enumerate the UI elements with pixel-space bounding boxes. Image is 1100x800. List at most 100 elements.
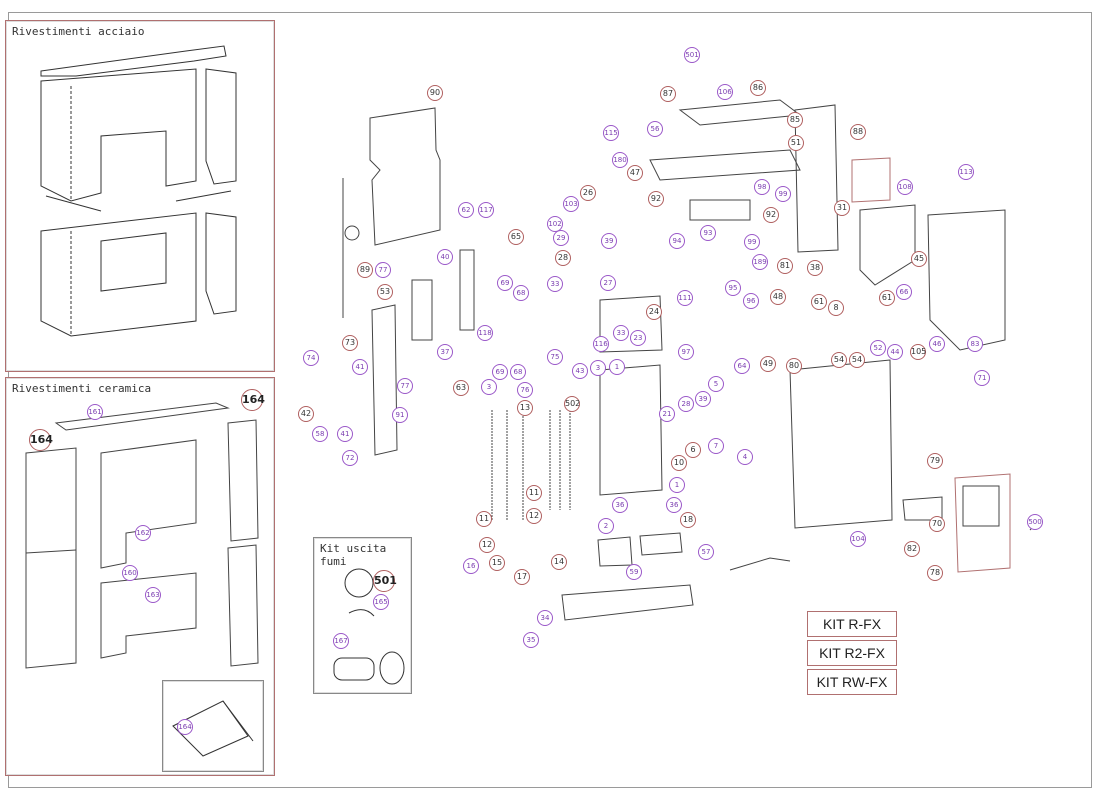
part-callout-162[interactable]: 162 [135,525,151,541]
part-callout-39[interactable]: 39 [695,391,711,407]
part-callout-57[interactable]: 57 [698,544,714,560]
part-callout-13[interactable]: 13 [517,400,533,416]
part-callout-95[interactable]: 95 [725,280,741,296]
part-callout-14[interactable]: 14 [551,554,567,570]
part-callout-99[interactable]: 99 [775,186,791,202]
part-callout-68[interactable]: 68 [513,285,529,301]
part-callout-23[interactable]: 23 [630,330,646,346]
part-callout-42[interactable]: 42 [298,406,314,422]
part-callout-12[interactable]: 12 [526,508,542,524]
part-callout-61[interactable]: 61 [879,290,895,306]
part-callout-104[interactable]: 104 [850,531,866,547]
part-callout-1[interactable]: 1 [669,477,685,493]
part-callout-8[interactable]: 8 [828,300,844,316]
part-callout-40[interactable]: 40 [437,249,453,265]
part-callout-61[interactable]: 61 [811,294,827,310]
part-callout-80[interactable]: 80 [786,358,802,374]
part-callout-5[interactable]: 5 [708,376,724,392]
part-callout-71[interactable]: 71 [974,370,990,386]
part-callout-15[interactable]: 15 [489,555,505,571]
part-callout-82[interactable]: 82 [904,541,920,557]
part-callout-99[interactable]: 99 [744,234,760,250]
part-callout-88[interactable]: 88 [850,124,866,140]
part-callout-96[interactable]: 96 [743,293,759,309]
part-callout-52[interactable]: 52 [870,340,886,356]
part-callout-103[interactable]: 103 [563,196,579,212]
part-callout-78[interactable]: 78 [927,565,943,581]
part-callout-39[interactable]: 39 [601,233,617,249]
part-callout-36[interactable]: 36 [612,497,628,513]
part-callout-97[interactable]: 97 [678,344,694,360]
part-callout-58[interactable]: 58 [312,426,328,442]
part-callout-167[interactable]: 167 [333,633,349,649]
part-callout-29[interactable]: 29 [553,230,569,246]
part-callout-118[interactable]: 118 [477,325,493,341]
part-callout-111[interactable]: 111 [677,290,693,306]
part-callout-11[interactable]: 11 [526,485,542,501]
part-callout-49[interactable]: 49 [760,356,776,372]
part-callout-65[interactable]: 65 [508,229,524,245]
part-callout-74[interactable]: 74 [303,350,319,366]
part-callout-93[interactable]: 93 [700,225,716,241]
part-callout-34[interactable]: 34 [537,610,553,626]
part-callout-28[interactable]: 28 [678,396,694,412]
part-callout-85[interactable]: 85 [787,112,803,128]
part-callout-115[interactable]: 115 [603,125,619,141]
part-callout-89[interactable]: 89 [357,262,373,278]
part-callout-163[interactable]: 163 [145,587,161,603]
part-callout-98[interactable]: 98 [754,179,770,195]
part-callout-62[interactable]: 62 [458,202,474,218]
part-callout-45[interactable]: 45 [911,251,927,267]
part-callout-27[interactable]: 27 [600,275,616,291]
part-callout-4[interactable]: 4 [737,449,753,465]
part-callout-160[interactable]: 160 [122,565,138,581]
part-callout-51[interactable]: 51 [788,135,804,151]
part-callout-189[interactable]: 189 [752,254,768,270]
part-callout-501[interactable]: 501 [373,570,397,592]
part-callout-48[interactable]: 48 [770,289,786,305]
part-callout-17[interactable]: 17 [514,569,530,585]
part-callout-94[interactable]: 94 [669,233,685,249]
part-callout-161[interactable]: 161 [87,404,103,420]
part-callout-500[interactable]: 500 [1027,514,1043,530]
part-callout-64[interactable]: 64 [734,358,750,374]
part-callout-43[interactable]: 43 [572,363,588,379]
part-callout-41[interactable]: 41 [337,426,353,442]
part-callout-106[interactable]: 106 [717,84,733,100]
part-callout-116[interactable]: 116 [593,336,609,352]
part-callout-69[interactable]: 69 [497,275,513,291]
part-callout-56[interactable]: 56 [647,121,663,137]
part-callout-6[interactable]: 6 [685,442,701,458]
part-callout-11[interactable]: 11 [476,511,492,527]
part-callout-502[interactable]: 502 [564,396,580,412]
part-callout-77[interactable]: 77 [375,262,391,278]
part-callout-165[interactable]: 165 [373,594,389,610]
part-callout-87[interactable]: 87 [660,86,676,102]
part-callout-72[interactable]: 72 [342,450,358,466]
part-callout-66[interactable]: 66 [896,284,912,300]
part-callout-33[interactable]: 33 [613,325,629,341]
part-callout-35[interactable]: 35 [523,632,539,648]
part-callout-180[interactable]: 180 [612,152,628,168]
part-callout-24[interactable]: 24 [646,304,662,320]
part-callout-44[interactable]: 44 [887,344,903,360]
part-callout-83[interactable]: 83 [967,336,983,352]
part-callout-12[interactable]: 12 [479,537,495,553]
part-callout-68[interactable]: 68 [510,364,526,380]
part-callout-164[interactable]: 164 [241,389,265,411]
part-callout-7[interactable]: 7 [708,438,724,454]
part-callout-164[interactable]: 164 [177,719,193,735]
part-callout-105[interactable]: 105 [910,344,926,360]
part-callout-92[interactable]: 92 [763,207,779,223]
part-callout-108[interactable]: 108 [897,179,913,195]
kit-r2-fx-button[interactable]: KIT R2-FX [807,640,897,666]
part-callout-113[interactable]: 113 [958,164,974,180]
part-callout-54[interactable]: 54 [831,352,847,368]
part-callout-90[interactable]: 90 [427,85,443,101]
part-callout-10[interactable]: 10 [671,455,687,471]
part-callout-117[interactable]: 117 [478,202,494,218]
kit-r-fx-button[interactable]: KIT R-FX [807,611,897,637]
part-callout-3[interactable]: 3 [590,360,606,376]
part-callout-92[interactable]: 92 [648,191,664,207]
part-callout-79[interactable]: 79 [927,453,943,469]
